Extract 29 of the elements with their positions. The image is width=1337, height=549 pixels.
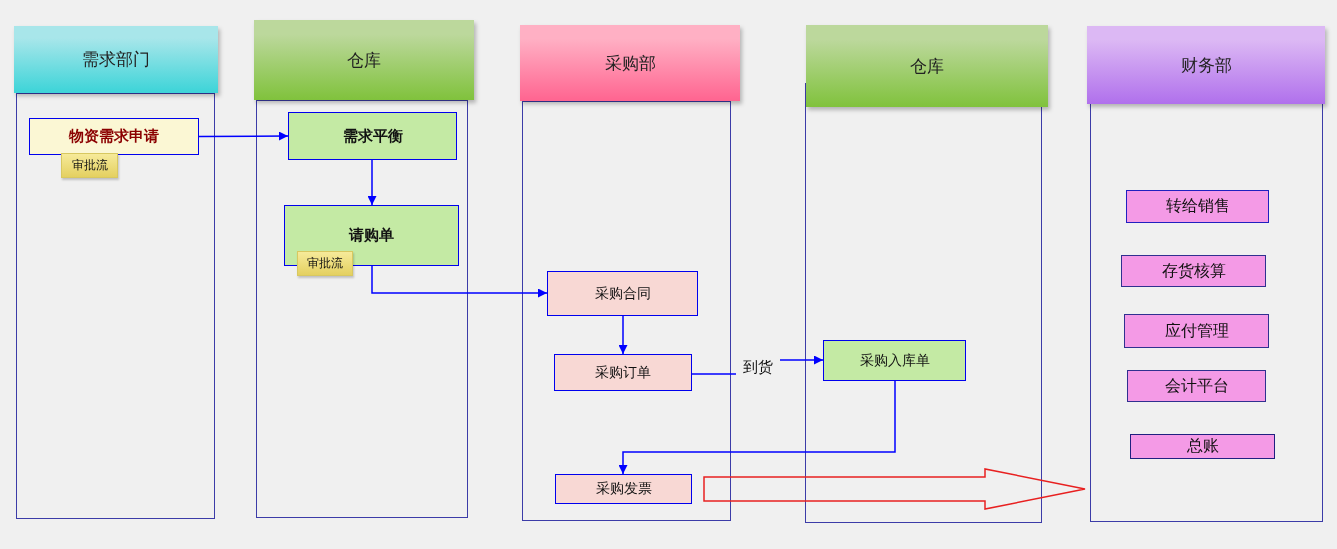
process-box: 存货核算 [1121, 255, 1266, 287]
process-box: 采购订单 [554, 354, 692, 391]
process-box: 会计平台 [1127, 370, 1266, 402]
lane-header: 需求部门 [14, 26, 218, 93]
arrow [618, 315, 628, 355]
swimlane [520, 25, 740, 521]
process-box: 应付管理 [1124, 314, 1269, 348]
process-box: 采购合同 [547, 271, 698, 316]
approval-tag: 审批流 [297, 251, 353, 276]
process-box: 转给销售 [1126, 190, 1269, 223]
lane-header: 采购部 [520, 25, 740, 101]
process-box: 需求平衡 [288, 112, 457, 160]
process-box: 总账 [1130, 434, 1275, 459]
arrow [198, 131, 289, 141]
swimlane [14, 26, 218, 519]
lane-header: 仓库 [806, 25, 1048, 107]
process-box: 采购入库单 [823, 340, 966, 381]
lane-header: 财务部 [1087, 26, 1325, 104]
swimlane [1087, 26, 1325, 522]
process-box: 采购发票 [555, 474, 692, 504]
lane-header: 仓库 [254, 20, 474, 100]
arrow [367, 159, 377, 206]
swimlane [254, 20, 474, 518]
arrow [371, 265, 548, 298]
block-arrow [703, 468, 1086, 510]
arrow [618, 380, 896, 475]
approval-tag: 审批流 [61, 153, 118, 178]
swimlane [805, 25, 1048, 523]
process-box: 物资需求申请 [29, 118, 199, 155]
